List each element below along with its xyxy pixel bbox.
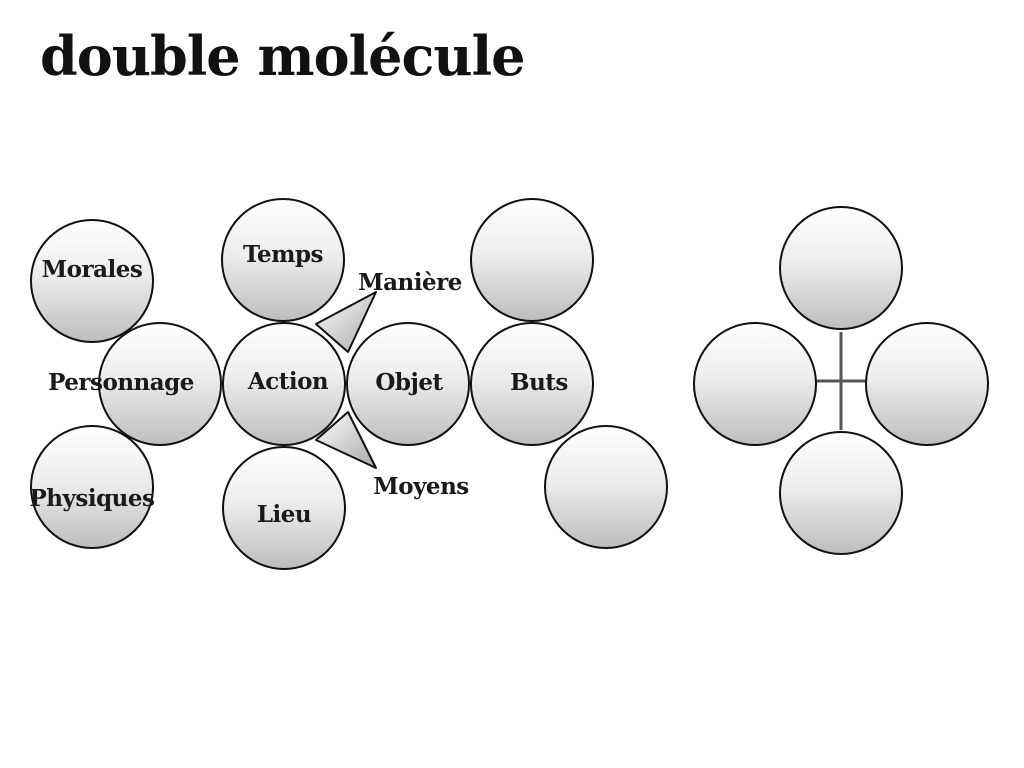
circle-right-top — [779, 206, 903, 330]
circle-objet — [346, 322, 470, 446]
circle-right-right — [865, 322, 989, 446]
circle-physiques — [30, 425, 154, 549]
circle-right-bottom — [779, 431, 903, 555]
circle-action — [222, 322, 346, 446]
label-lieu: Lieu — [257, 501, 311, 528]
right-molecule-connector — [815, 332, 867, 430]
circle-morales — [30, 219, 154, 343]
label-temps: Temps — [243, 241, 323, 268]
label-moyens: Moyens — [373, 473, 468, 500]
circle-right-left — [693, 322, 817, 446]
label-personnage: Personnage — [48, 369, 194, 396]
label-morales: Morales — [42, 256, 143, 283]
label-physiques: Physiques — [30, 485, 155, 512]
pointer-maniere-arrow — [315, 291, 377, 353]
circle-personnage — [98, 322, 222, 446]
pointer-moyens-arrow — [315, 411, 377, 469]
circle-lieu — [222, 446, 346, 570]
label-objet: Objet — [375, 369, 443, 396]
circle-buts-top — [470, 198, 594, 322]
label-action: Action — [247, 368, 329, 395]
label-buts: Buts — [510, 369, 568, 396]
circle-temps — [221, 198, 345, 322]
circle-buts — [470, 322, 594, 446]
circle-buts-bottom — [544, 425, 668, 549]
slide-title: double molécule — [40, 24, 525, 88]
label-maniere: Manière — [358, 269, 462, 296]
